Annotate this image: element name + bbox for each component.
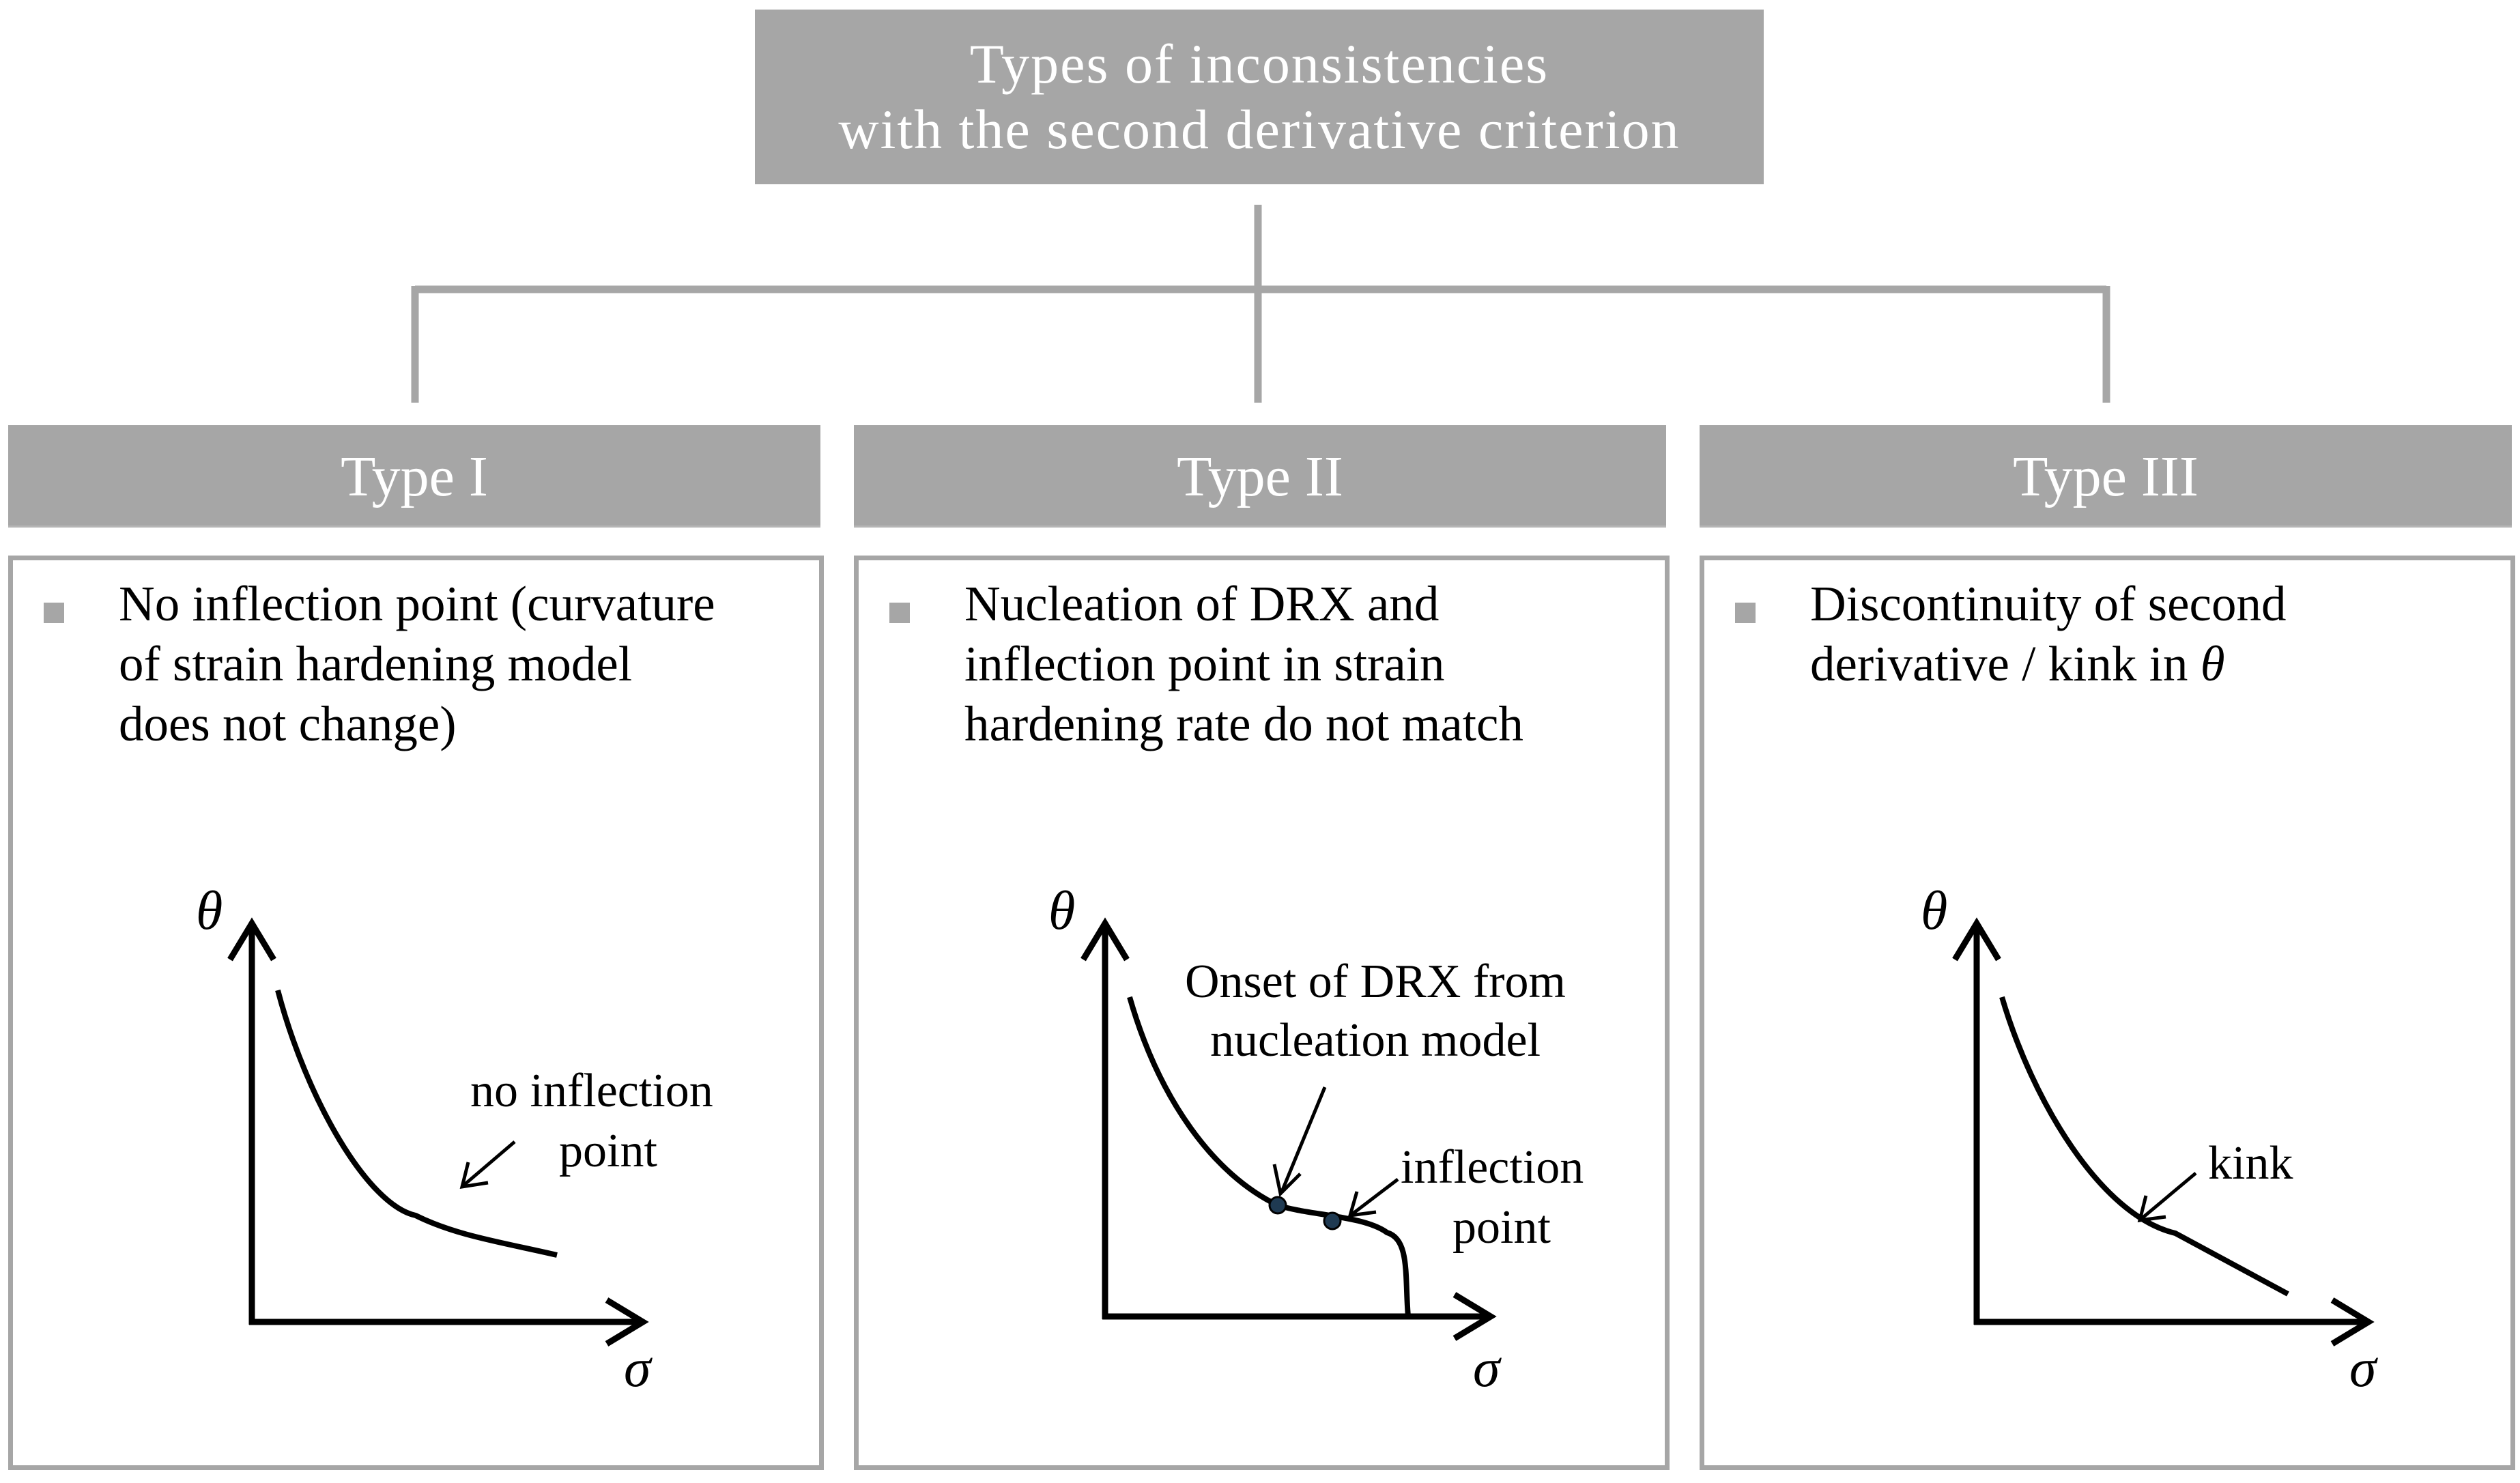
curve [1127, 996, 1411, 1317]
x-axis-arrowhead [605, 1297, 649, 1347]
x-axis-label: σ [624, 1338, 653, 1398]
plot-type-2: θ σ Onset of DRX from nucleation model i… [1048, 881, 1584, 1398]
onset-arrowhead [1272, 1164, 1302, 1198]
type-header-1: Type I [8, 425, 820, 528]
plot-type-3: θ σ kink [1921, 881, 2378, 1398]
x-axis-arrowhead [1452, 1292, 1497, 1341]
annotation-arrowhead [459, 1162, 489, 1190]
panel-type-3: Discontinuity of second derivative / kin… [1700, 556, 2515, 1470]
tree-connectors [411, 205, 2110, 403]
y-axis-label: θ [196, 881, 223, 941]
inflection-point-marker [1323, 1211, 1342, 1230]
annotation-line-1: no inflection [470, 1065, 713, 1117]
y-axis-arrowhead [1952, 917, 2001, 962]
y-axis-label: θ [1921, 881, 1947, 941]
kink-arrow [2140, 1172, 2197, 1220]
inflection-arrow [1351, 1178, 1399, 1215]
type-header-3: Type III [1700, 425, 2512, 528]
description-type-2: Nucleation of DRX and inflection point i… [964, 576, 1523, 751]
bullet-square [1735, 603, 1756, 623]
plot-type-1: θ σ no inflection point [196, 881, 713, 1398]
onset-arrow [1280, 1086, 1327, 1192]
description-type-1: No inflection point (curvature of strain… [119, 576, 715, 751]
curve [275, 989, 558, 1258]
onset-label-line-1: Onset of DRX from [1185, 955, 1566, 1008]
inflection-label-line-1: inflection [1401, 1141, 1584, 1194]
inflection-label-line-2: point [1452, 1201, 1551, 1254]
inflection-arrowhead [1347, 1191, 1377, 1218]
annotation-arrow [462, 1140, 516, 1187]
onset-label-line-2: nucleation model [1210, 1014, 1541, 1067]
title-line-2: with the second derivative criterion [838, 98, 1680, 160]
panel-type-1: No inflection point (curvature of strain… [8, 556, 824, 1470]
annotation-line-2: point [559, 1125, 657, 1177]
description-symbol: θ [2200, 636, 2225, 691]
bullet-square [44, 603, 64, 623]
curve [1999, 996, 2289, 1297]
x-axis-label: σ [1473, 1338, 1502, 1398]
y-axis-arrowhead [1080, 917, 1130, 962]
title-line-1: Types of inconsistencies [969, 33, 1549, 96]
x-axis-label: σ [2349, 1338, 2378, 1398]
drx-onset-marker [1268, 1196, 1287, 1215]
description-type-3: Discontinuity of second derivative / kin… [1810, 574, 2497, 694]
x-axis-arrowhead [2330, 1297, 2375, 1347]
kink-label: kink [2208, 1137, 2293, 1190]
kink-arrowhead [2137, 1195, 2166, 1222]
y-axis-arrowhead [227, 917, 276, 962]
y-axis-label: θ [1048, 881, 1075, 941]
description-text: Discontinuity of second derivative / kin… [1810, 576, 2287, 691]
bullet-square [889, 603, 910, 623]
title-box: Types of inconsistencies with the second… [755, 10, 1764, 184]
panel-type-2: Nucleation of DRX and inflection point i… [854, 556, 1670, 1470]
type-header-2: Type II [854, 425, 1666, 528]
